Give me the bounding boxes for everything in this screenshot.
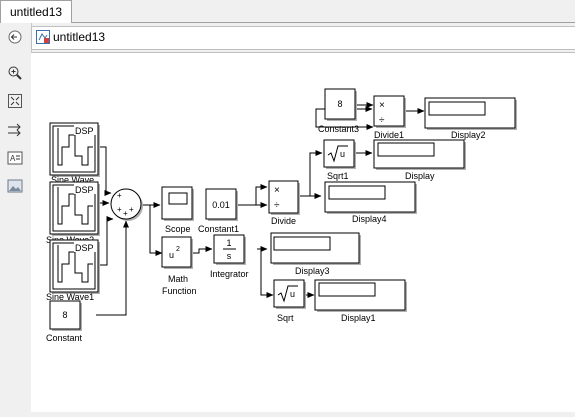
math-function-block[interactable]: u 2 Math Function bbox=[161, 236, 197, 296]
integrator-block[interactable]: 1 s Integrator bbox=[210, 234, 249, 279]
constant1-value: 0.01 bbox=[212, 200, 230, 210]
display4-block[interactable]: Display4 bbox=[324, 181, 417, 224]
integrator-label: Integrator bbox=[210, 269, 249, 279]
sum-block[interactable]: + + + + bbox=[110, 188, 143, 221]
sine-wave1-block[interactable]: DSP Sine Wave1 bbox=[46, 239, 100, 302]
constant1-block[interactable]: 0.01 Constant1 bbox=[198, 188, 239, 234]
sine-wave2-block[interactable]: DSP Sine Wave2 bbox=[46, 181, 100, 245]
divide-label: Divide bbox=[271, 216, 296, 226]
sqrt1-label: Sqrt1 bbox=[327, 171, 349, 181]
display2-label: Display2 bbox=[451, 130, 486, 140]
constant-label: Constant bbox=[46, 333, 83, 343]
model-canvas[interactable]: DSP Sine Wave DSP Sine Wave2 DSP Sine Wa… bbox=[31, 52, 575, 412]
left-toolbar: A bbox=[0, 23, 32, 411]
constant3-label: Constant3 bbox=[318, 124, 359, 134]
sine-wave1-label: Sine Wave1 bbox=[46, 292, 94, 302]
constant-value: 8 bbox=[62, 310, 67, 320]
scope-block[interactable]: Scope bbox=[161, 186, 194, 234]
display3-label: Display3 bbox=[295, 266, 330, 276]
display2-block[interactable]: Display2 bbox=[424, 97, 517, 140]
divide-block[interactable]: × ÷ Divide bbox=[268, 180, 300, 226]
math-expr: u bbox=[169, 250, 174, 260]
divide-div: ÷ bbox=[274, 200, 280, 211]
integrator-num: 1 bbox=[226, 238, 231, 248]
constant1-label: Constant1 bbox=[198, 224, 239, 234]
sqrt1-arg: u bbox=[340, 149, 345, 159]
divide-times: × bbox=[274, 185, 280, 196]
integrator-den: s bbox=[227, 251, 232, 261]
divide1-div: ÷ bbox=[379, 115, 385, 126]
model-address-bar: untitled13 bbox=[31, 26, 575, 50]
sine-wave-label: Sine Wave bbox=[51, 175, 94, 185]
constant-block[interactable]: 8 Constant bbox=[46, 300, 83, 343]
zoom-icon[interactable] bbox=[5, 64, 25, 82]
math-label-2: Function bbox=[162, 286, 197, 296]
back-icon[interactable] bbox=[5, 28, 25, 46]
constant3-block[interactable]: 8 Constant3 bbox=[318, 88, 359, 134]
annotation-icon[interactable]: A bbox=[5, 149, 25, 167]
svg-text:+: + bbox=[129, 205, 134, 214]
image-icon[interactable] bbox=[5, 177, 25, 195]
svg-text:+: + bbox=[117, 205, 122, 214]
scope-label: Scope bbox=[165, 224, 191, 234]
model-icon bbox=[36, 30, 50, 49]
tab-strip: untitled13 bbox=[0, 0, 575, 23]
divide1-times: × bbox=[379, 100, 385, 111]
block-diagram: DSP Sine Wave DSP Sine Wave2 DSP Sine Wa… bbox=[46, 88, 517, 343]
dsp-tag: DSP bbox=[75, 185, 94, 195]
signal-lines bbox=[96, 102, 425, 316]
math-exponent: 2 bbox=[176, 246, 180, 253]
dsp-tag: DSP bbox=[75, 243, 94, 253]
tab-untitled13[interactable]: untitled13 bbox=[0, 0, 73, 23]
arrow-icon[interactable] bbox=[5, 121, 25, 139]
sine-wave-block[interactable]: DSP Sine Wave bbox=[49, 122, 100, 185]
svg-text:+: + bbox=[117, 191, 122, 200]
sqrt-label: Sqrt bbox=[277, 313, 294, 323]
display3-block[interactable]: Display3 bbox=[270, 232, 361, 276]
constant3-value: 8 bbox=[337, 99, 342, 109]
math-label-1: Math bbox=[168, 274, 188, 284]
sqrt1-block[interactable]: u Sqrt1 bbox=[323, 139, 356, 181]
address-model-name[interactable]: untitled13 bbox=[53, 30, 106, 44]
sqrt-arg: u bbox=[290, 289, 295, 299]
display1-block[interactable]: Display1 bbox=[314, 279, 407, 323]
display-block[interactable]: Display bbox=[373, 139, 466, 181]
divide1-block[interactable]: × ÷ Divide1 bbox=[373, 95, 406, 140]
dsp-tag: DSP bbox=[75, 126, 94, 136]
display1-label: Display1 bbox=[341, 313, 376, 323]
display4-label: Display4 bbox=[352, 214, 387, 224]
fit-view-icon[interactable] bbox=[5, 92, 25, 110]
svg-text:+: + bbox=[123, 209, 128, 218]
svg-text:A: A bbox=[10, 154, 16, 163]
divide1-label: Divide1 bbox=[374, 130, 404, 140]
display-label: Display bbox=[405, 171, 435, 181]
sqrt-block[interactable]: u Sqrt bbox=[273, 279, 306, 323]
